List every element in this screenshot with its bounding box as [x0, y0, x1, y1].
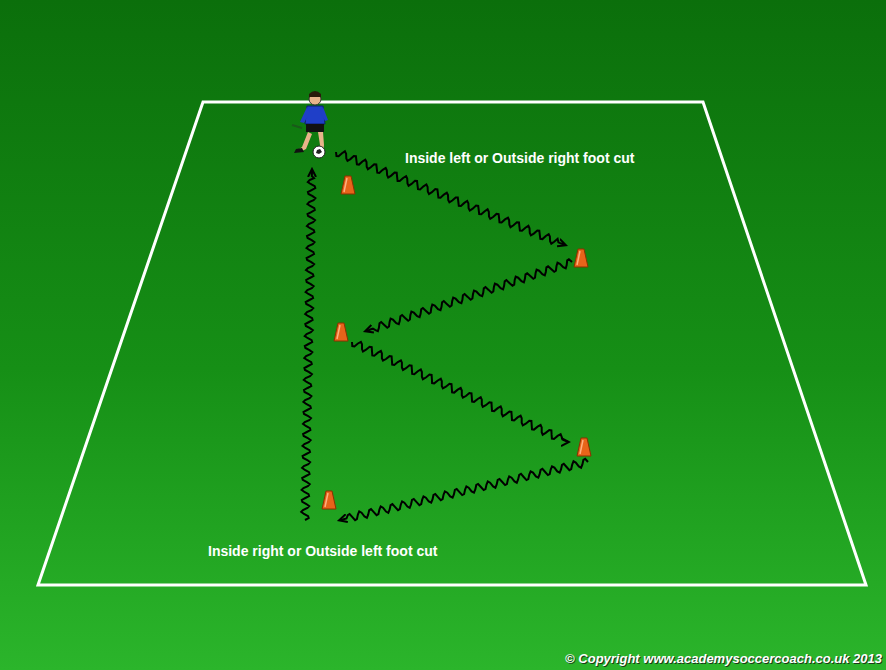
- dribble-path: [340, 459, 588, 520]
- cone: [334, 323, 348, 341]
- cone: [322, 491, 336, 509]
- dribble-path: [366, 259, 572, 331]
- coaching-note: Inside left or Outside right foot cut: [405, 149, 634, 167]
- watermark: © Copyright www.academysoccercoach.co.uk…: [565, 650, 882, 668]
- dribble-paths: [301, 151, 588, 520]
- cone: [574, 249, 588, 267]
- cone: [577, 438, 591, 456]
- cones: [322, 176, 591, 509]
- pitch-outline: [38, 102, 866, 585]
- dribble-path: [301, 170, 315, 520]
- dribble-path: [352, 342, 568, 442]
- cone: [341, 176, 355, 194]
- coaching-note: Inside right or Outside left foot cut: [208, 542, 437, 560]
- player-figure: [292, 91, 328, 158]
